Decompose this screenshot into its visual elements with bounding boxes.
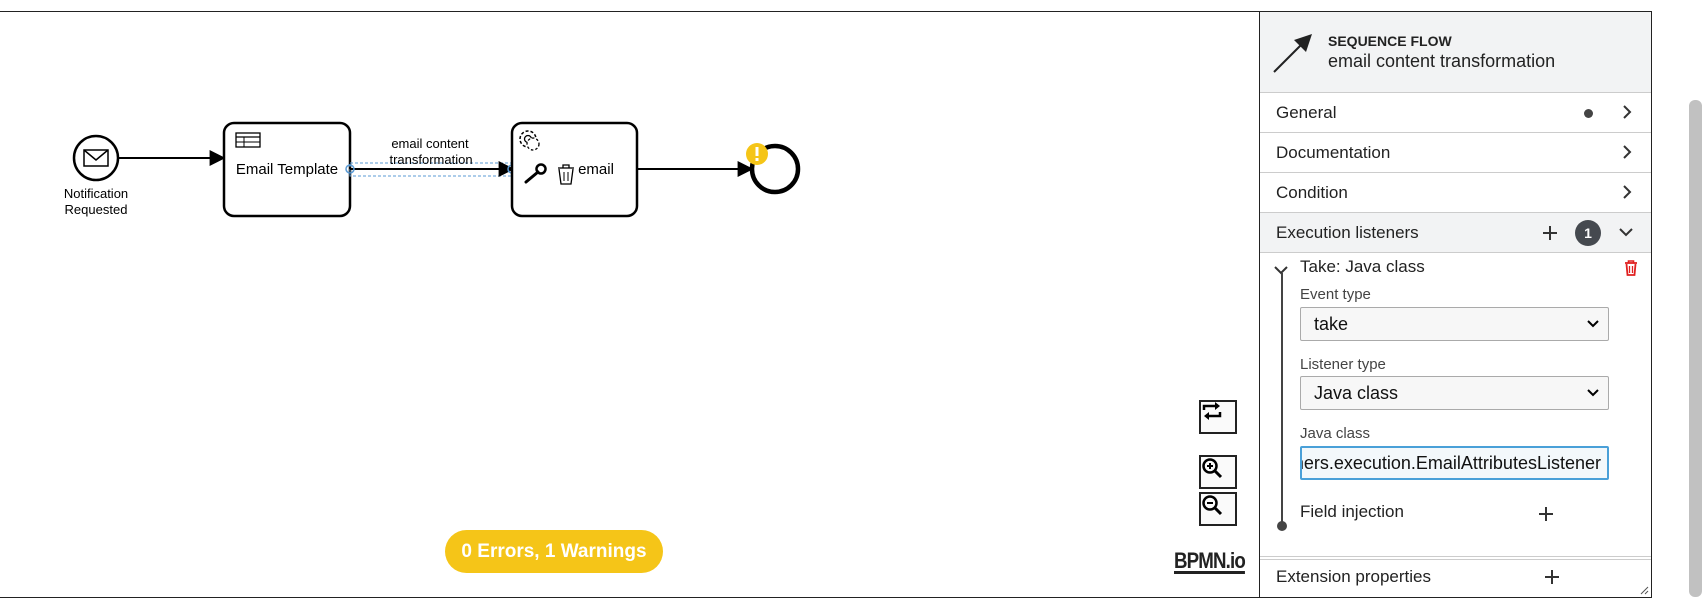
listener-count-badge: 1 [1575, 220, 1601, 246]
group-extension-properties[interactable]: Extension properties [1260, 556, 1651, 597]
event-type-select[interactable]: take [1300, 307, 1609, 341]
group-documentation-label: Documentation [1276, 143, 1391, 162]
element-name: email content transformation [1328, 51, 1556, 71]
warning-icon[interactable] [746, 143, 768, 165]
event-type-value: take [1314, 314, 1349, 334]
data-marker-dot [1584, 109, 1593, 118]
group-general[interactable]: General [1260, 93, 1651, 133]
scrollbar-thumb[interactable] [1689, 100, 1702, 597]
swap-icon [1202, 402, 1222, 420]
zoom-out-button[interactable] [1199, 492, 1237, 526]
listener-type-label: Listener type [1300, 356, 1386, 373]
resize-handle-icon[interactable] [1639, 585, 1649, 595]
task-email-template[interactable]: Email Template [222, 121, 352, 218]
chevron-down-icon [1619, 228, 1633, 237]
flow-label-1: email content [391, 136, 469, 151]
listener-type-select[interactable]: Java class [1300, 376, 1609, 410]
wrench-icon[interactable] [522, 162, 547, 186]
chevron-right-icon [1623, 105, 1632, 119]
listener-title[interactable]: Take: Java class [1300, 257, 1425, 276]
add-extension-property-icon[interactable] [1543, 568, 1561, 586]
java-class-label: Java class [1300, 425, 1371, 442]
delete-icon[interactable] [1623, 259, 1639, 277]
select-caret-icon [1587, 389, 1599, 397]
toggle-layout-button[interactable] [1199, 400, 1237, 434]
listener-entry: Take: Java class Event type take Listene… [1260, 253, 1651, 560]
zoom-in-icon [1202, 458, 1223, 479]
table-icon [235, 132, 261, 148]
bpmn-io-logo[interactable]: BPMN.io [1174, 548, 1246, 573]
flow-label-2: transformation [389, 152, 472, 167]
element-type: SEQUENCE FLOW [1328, 33, 1452, 49]
group-documentation[interactable]: Documentation [1260, 133, 1651, 173]
start-event-label-2: Requested [65, 202, 128, 217]
field-injection-label: Field injection [1300, 502, 1404, 521]
chevron-right-icon [1623, 185, 1632, 199]
zoom-out-icon [1202, 495, 1223, 516]
start-event-label-1: Notification [64, 186, 128, 201]
group-general-label: General [1276, 103, 1337, 122]
trash-icon[interactable] [555, 162, 577, 186]
java-class-input[interactable]: ners.execution.EmailAttributesListener [1300, 446, 1609, 480]
envelope-icon [83, 149, 109, 167]
properties-panel: SEQUENCE FLOW email content transformati… [1259, 12, 1651, 597]
start-event-message[interactable] [72, 134, 120, 182]
group-execution-listeners[interactable]: Execution listeners 1 [1260, 213, 1651, 253]
diagram-svg: Notification Requested Email Template em… [64, 121, 801, 218]
tree-line [1281, 273, 1283, 525]
event-type-label: Event type [1300, 286, 1371, 303]
task2-label: email [578, 161, 614, 178]
group-condition-label: Condition [1276, 183, 1348, 202]
select-caret-icon [1587, 320, 1599, 328]
gear-icon [519, 130, 540, 151]
task1-label: Email Template [236, 161, 338, 178]
tree-bullet [1277, 521, 1287, 531]
bpmn-canvas[interactable]: Notification Requested Email Template em… [0, 12, 1259, 597]
chevron-right-icon [1623, 145, 1632, 159]
add-listener-icon[interactable] [1541, 224, 1559, 242]
sequence-flow-icon [1273, 34, 1312, 73]
zoom-in-button[interactable] [1199, 455, 1237, 489]
group-extension-properties-label: Extension properties [1276, 567, 1431, 586]
panel-header: SEQUENCE FLOW email content transformati… [1260, 12, 1651, 93]
group-execution-listeners-label: Execution listeners [1276, 223, 1419, 242]
group-condition[interactable]: Condition [1260, 173, 1651, 213]
modeler-frame [0, 11, 1652, 598]
listener-type-value: Java class [1314, 383, 1399, 403]
add-field-injection-icon[interactable] [1537, 505, 1555, 523]
linting-status-button[interactable]: 0 Errors, 1 Warnings [445, 530, 663, 573]
